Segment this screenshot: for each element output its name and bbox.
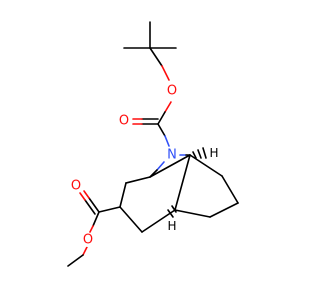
bond-ring-5 [174, 154, 191, 211]
bond-tbu-to-oxygen-o [161, 65, 170, 81]
bond-ring-8 [209, 202, 239, 218]
hash-top-2 [197, 149, 202, 159]
nitrogen-label-bridge: N [167, 148, 177, 163]
oxygen-label-boc-ether: O [167, 84, 177, 99]
bond-ring-7 [221, 175, 239, 204]
bond-ester-c-o-double-2o [79, 192, 86, 201]
bond-n-to-bridgehead-left-n [156, 161, 165, 171]
stereo-hashes [167, 147, 207, 218]
bond-ester-c-to-o-o [89, 225, 94, 233]
bond-ring-4 [141, 209, 176, 233]
hash-bottom-2 [167, 209, 174, 218]
bond-carbonyl-to-n-c [157, 123, 166, 137]
bond-ester-c-o-double-1 [88, 197, 100, 213]
atom-labels: O O N O O H H [69, 84, 219, 248]
hash-bottom-1 [171, 205, 177, 213]
bicyclic-core [119, 154, 239, 233]
bond-o-to-methyl [67, 254, 84, 267]
oxygen-label-ester-carbonyl: O [71, 179, 81, 194]
oxygen-label-boc-carbonyl: O [119, 114, 129, 129]
bond-ring-9 [174, 209, 211, 218]
bond-ester-c-o-double-2 [84, 199, 96, 215]
bond-ring-1 [125, 176, 151, 184]
methyl-ester-group [67, 190, 121, 267]
bond-tbu-to-oxygen-c [149, 47, 163, 67]
bond-ether-o-to-carbonyl-c-o [164, 101, 172, 113]
tert-butyl-group [123, 21, 177, 81]
oxygen-label-ester-ether: O [83, 233, 93, 248]
bond-ring-6 [189, 154, 223, 177]
bond-bridge-top [149, 154, 191, 178]
bond-ring-2 [119, 182, 127, 208]
bond-carbonyl-to-n-n [164, 135, 170, 147]
hash-top-1 [192, 151, 197, 159]
hydrogen-label-bottom: H [167, 219, 176, 233]
bond-ring-to-ester-c [98, 206, 121, 213]
boc-carbamate [132, 101, 172, 147]
bond-ether-o-to-carbonyl-c [157, 111, 166, 125]
bond-o-to-methyl-o [82, 246, 88, 256]
bond-ester-c-to-o [92, 211, 100, 227]
bond-ester-c-o-double-1o [83, 190, 90, 199]
bond-ring-3 [119, 206, 143, 233]
hydrogen-label-top: H [209, 146, 218, 160]
hash-top-3 [202, 147, 207, 159]
structure-diagram: O O N O O H H [67, 21, 239, 267]
